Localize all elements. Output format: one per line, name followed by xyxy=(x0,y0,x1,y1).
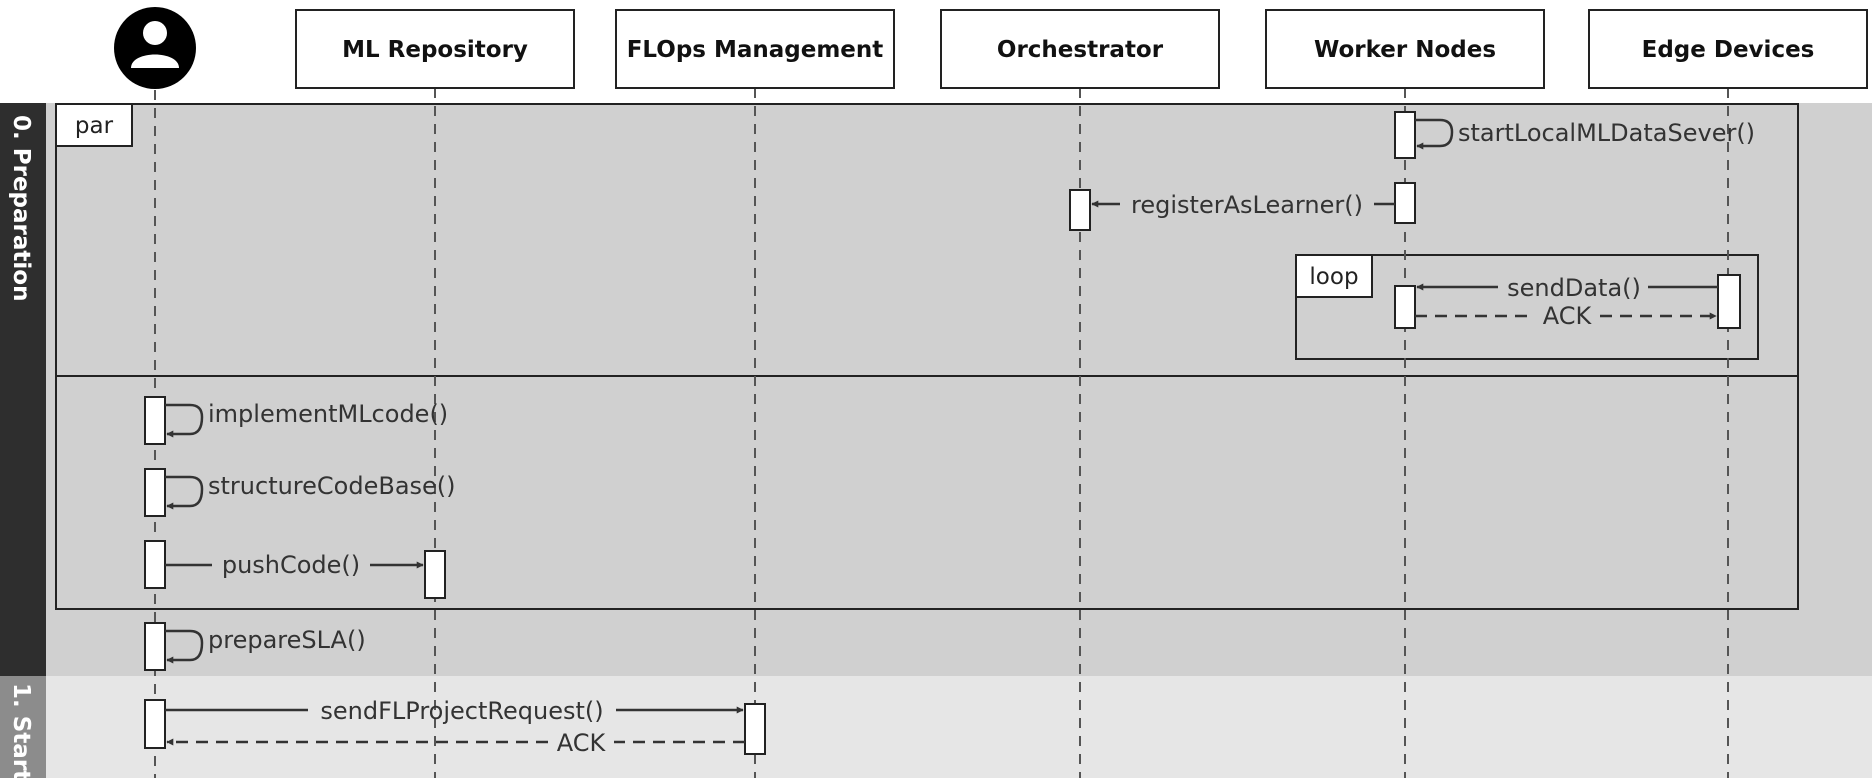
activation-worker-loop xyxy=(1394,285,1416,329)
start-label: 1. Start xyxy=(8,683,34,778)
loop-tag: loop xyxy=(1309,264,1358,290)
user-avatar-icon xyxy=(114,7,196,89)
par-fragment xyxy=(55,103,1799,610)
msg-structure: structureCodeBase() xyxy=(208,472,456,500)
ml-repository-label: ML Repository xyxy=(342,37,528,63)
start-band xyxy=(0,676,1872,778)
msg-push: pushCode() xyxy=(222,551,360,579)
msg-send-data: sendData() xyxy=(1507,274,1641,302)
activation-worker-register xyxy=(1394,182,1416,224)
self-arrow-start-local xyxy=(1415,118,1454,150)
orchestrator-label: Orchestrator xyxy=(997,37,1164,63)
activation-worker-start xyxy=(1394,111,1416,159)
preparation-band xyxy=(0,103,1872,676)
par-tag-box xyxy=(55,103,133,147)
msg-send-fl: sendFLProjectRequest() xyxy=(320,697,603,725)
self-arrow-implement xyxy=(165,403,204,438)
self-arrow-structure xyxy=(165,475,204,510)
msg-register: registerAsLearner() xyxy=(1131,191,1363,219)
activation-edge-loop xyxy=(1717,274,1741,329)
activation-repo-push xyxy=(424,550,446,599)
self-arrow-prepare xyxy=(165,629,204,664)
activation-user-send-fl xyxy=(144,699,166,749)
par-tag: par xyxy=(75,113,114,139)
flops-management-label: FLOps Management xyxy=(627,37,884,63)
loop-tag-box xyxy=(1295,254,1373,298)
preparation-label-bg xyxy=(0,103,46,676)
ml-repository-box xyxy=(295,9,575,89)
preparation-label: 0. Preparation xyxy=(8,115,34,301)
msg-ack-start: ACK xyxy=(557,729,607,757)
activation-user-implement xyxy=(144,396,166,445)
activation-user-push xyxy=(144,540,166,589)
loop-fragment xyxy=(1295,254,1759,360)
msg-implement: implementMLcode() xyxy=(208,400,448,428)
orchestrator-box xyxy=(940,9,1220,89)
worker-nodes-box xyxy=(1265,9,1545,89)
msg-ack-loop: ACK xyxy=(1543,302,1593,330)
activation-orchestrator xyxy=(1069,189,1091,231)
activation-user-prepare xyxy=(144,622,166,671)
worker-nodes-label: Worker Nodes xyxy=(1314,37,1496,63)
activation-flops-send-fl xyxy=(744,703,766,755)
msg-start-local: startLocalMLDataSever() xyxy=(1458,119,1755,147)
activation-user-structure xyxy=(144,468,166,517)
msg-prepare: prepareSLA() xyxy=(208,626,366,654)
flops-management-box xyxy=(615,9,895,89)
edge-devices-label: Edge Devices xyxy=(1642,37,1815,63)
edge-devices-box xyxy=(1588,9,1868,89)
start-label-bg xyxy=(0,676,46,778)
